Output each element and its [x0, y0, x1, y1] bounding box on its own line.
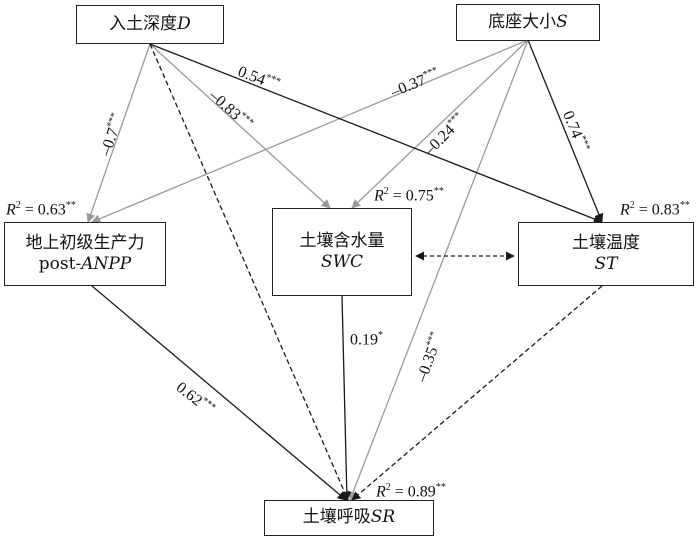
node-swc: 土壤含水量 SWC	[272, 208, 412, 296]
node-burial-depth: 入土深度D	[76, 5, 224, 44]
arrow-s-to-sr	[348, 39, 529, 501]
arrow-swc-to-sr	[341, 295, 352, 501]
node-st: 土壤温度 ST	[518, 222, 694, 286]
arrow-d-to-sr	[149, 43, 349, 501]
r2-st: R2 = 0.83**	[620, 200, 690, 219]
r2-anpp: R2 = 0.63**	[6, 200, 76, 219]
coef-swc-sr: 0.19*	[350, 330, 383, 349]
arrow-d-to-anpp	[86, 43, 151, 223]
arrow-s-to-st	[527, 39, 604, 223]
arrow-s-to-swc	[351, 39, 529, 209]
arrow-d-to-swc	[149, 43, 331, 209]
arrow-st-to-sr	[351, 285, 603, 501]
arrow-anpp-to-sr	[91, 285, 347, 501]
r2-sr: R2 = 0.89**	[376, 482, 446, 501]
r2-swc: R2 = 0.75**	[374, 186, 444, 205]
node-soil-respiration: 土壤呼吸SR	[264, 500, 434, 536]
arrow-s-to-anpp	[91, 39, 529, 224]
arrow-d-to-st	[149, 43, 603, 224]
node-anpp: 地上初级生产力 post-ANPP	[4, 222, 166, 286]
node-base-size: 底座大小S	[456, 4, 600, 41]
